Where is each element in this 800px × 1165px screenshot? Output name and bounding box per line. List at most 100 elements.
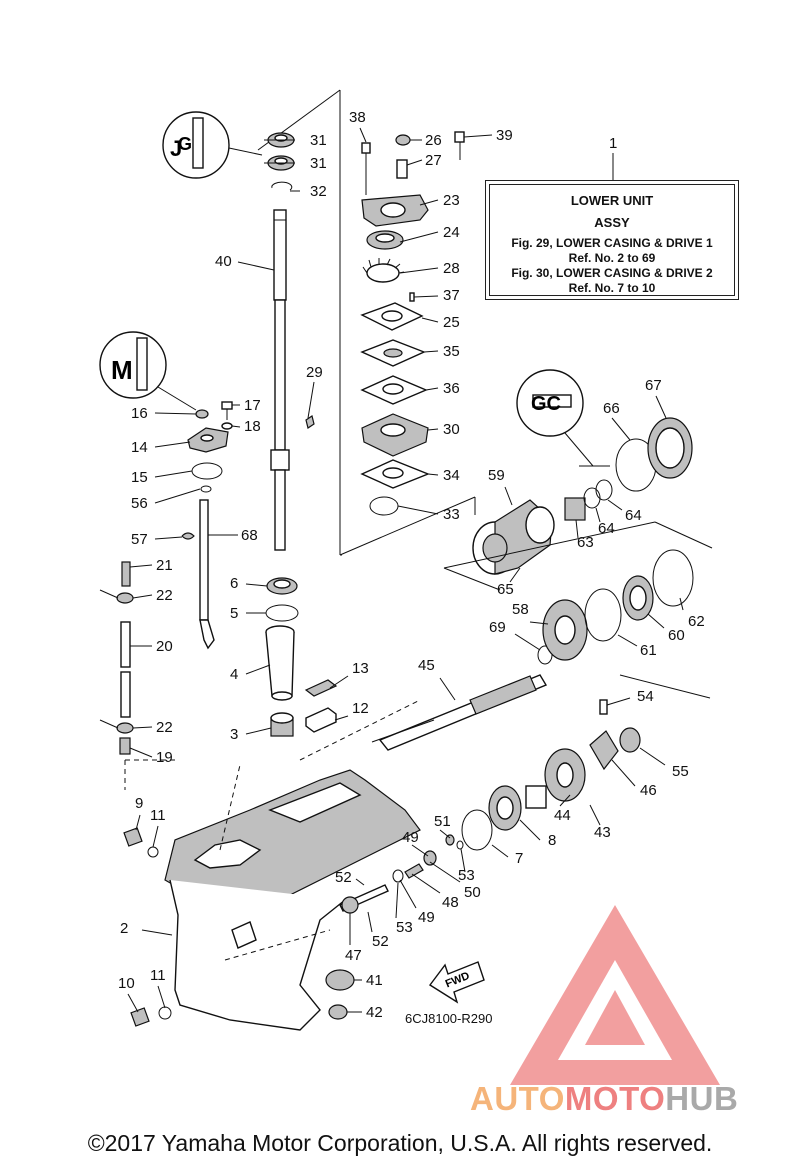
callout-c29: 29	[306, 364, 323, 381]
callout-c5: 5	[230, 605, 238, 622]
callout-c20: 20	[156, 638, 173, 655]
bearing-detail-circle: GC	[516, 369, 610, 467]
callout-c26: 26	[425, 132, 442, 149]
callout-c52b: 52	[372, 933, 389, 950]
leader-c52a	[355, 878, 365, 886]
leader-c22b	[132, 726, 153, 729]
leader-c49a	[411, 844, 429, 857]
callout-c57: 57	[131, 531, 148, 548]
info-title: LOWER UNIT	[570, 193, 654, 208]
leader-c24	[399, 231, 439, 243]
callout-leaders	[127, 127, 684, 1013]
callout-c64a: 64	[598, 520, 615, 537]
key-29	[305, 415, 315, 429]
leader-c28	[399, 267, 439, 274]
leader-c4	[245, 664, 271, 675]
leader-c44	[559, 794, 571, 807]
leader-c56	[154, 488, 201, 504]
callout-c66: 66	[603, 400, 620, 417]
leader-c53b	[395, 882, 399, 919]
callout-c31a: 31	[310, 132, 327, 149]
leader-c11a	[152, 825, 159, 848]
callout-c59: 59	[488, 467, 505, 484]
callout-c12: 12	[352, 700, 369, 717]
leader-c6	[245, 583, 268, 587]
leader-c7	[491, 844, 509, 858]
leader-c58	[529, 621, 549, 625]
leader-c37	[413, 295, 439, 298]
leader-c34	[427, 473, 439, 476]
callout-c7: 7	[515, 850, 523, 867]
leader-c33	[397, 505, 439, 515]
leader-c11b	[157, 985, 166, 1009]
callout-c49a: 49	[402, 829, 419, 846]
leader-c9	[135, 814, 141, 831]
leader-c69	[514, 633, 541, 651]
leader-c36	[425, 387, 439, 391]
leader-c64b	[607, 499, 623, 511]
callout-c60: 60	[668, 627, 685, 644]
callout-c49b: 49	[418, 909, 435, 926]
callout-c48: 48	[442, 894, 459, 911]
watermark-moto: MOTO	[564, 1080, 666, 1117]
callout-c54: 54	[637, 688, 654, 705]
callout-c13: 13	[352, 660, 369, 677]
leader-c59	[504, 486, 513, 506]
callout-c47: 47	[345, 947, 362, 964]
callout-c50: 50	[464, 884, 481, 901]
leader-c15	[154, 470, 193, 478]
callout-c58: 58	[512, 601, 529, 618]
svg-text:G: G	[178, 134, 192, 154]
watermark-auto: AUTO	[470, 1080, 565, 1117]
leader-c2	[141, 929, 173, 936]
leader-c67	[655, 395, 667, 419]
callout-c2: 2	[120, 920, 128, 937]
leader-c19	[129, 747, 153, 758]
callout-c11a: 11	[150, 807, 166, 824]
leader-c3	[245, 727, 272, 735]
callout-c40: 40	[215, 253, 232, 270]
leader-c25	[421, 317, 439, 323]
callout-c63: 63	[577, 534, 594, 551]
leader-c43	[589, 804, 601, 826]
svg-text:M: M	[111, 355, 133, 385]
exploded-parts-diagram: J G M GC	[99, 89, 713, 1031]
callout-c42: 42	[366, 1004, 383, 1021]
callout-c62: 62	[688, 613, 705, 630]
callout-c37: 37	[443, 287, 460, 304]
callout-c30: 30	[443, 421, 460, 438]
callout-c41: 41	[366, 972, 383, 989]
callout-c56: 56	[131, 495, 148, 512]
callout-c24: 24	[443, 224, 460, 241]
leader-c18	[231, 425, 241, 428]
callout-c34: 34	[443, 467, 460, 484]
callout-c69: 69	[489, 619, 506, 636]
svg-text:GC: GC	[531, 393, 561, 415]
info-ref-fig30: Fig. 30, LOWER CASING & DRIVE 2	[511, 266, 713, 280]
callout-c15: 15	[131, 469, 148, 486]
callout-labels: 3131324038262739232428372535363034332917…	[118, 109, 705, 1021]
leader-c50	[429, 861, 461, 883]
leader-c51	[439, 829, 451, 839]
callout-c61: 61	[640, 642, 657, 659]
water-pump-parts	[360, 131, 465, 516]
callout-c22b: 22	[156, 719, 173, 736]
callout-c16: 16	[131, 405, 148, 422]
callout-c32: 32	[310, 183, 327, 200]
oil-seals	[267, 132, 295, 191]
callout-c8: 8	[548, 832, 556, 849]
leader-c61	[617, 634, 638, 647]
leader-c21	[129, 564, 153, 568]
callout-c52a: 52	[335, 869, 352, 886]
seal-detail-circle: J G	[162, 111, 263, 179]
watermark-hub: HUB	[665, 1080, 739, 1117]
shift-parts	[99, 401, 233, 790]
callout-c38: 38	[349, 109, 366, 126]
callout-c53a: 53	[458, 867, 475, 884]
callout-c28: 28	[443, 260, 460, 277]
shaft-bearing-stack	[265, 577, 338, 737]
leader-c64a	[595, 507, 601, 523]
diagram-code: 6CJ8100-R290	[405, 1011, 493, 1026]
callout-c44: 44	[554, 807, 571, 824]
info-subtitle: ASSY	[594, 215, 630, 230]
